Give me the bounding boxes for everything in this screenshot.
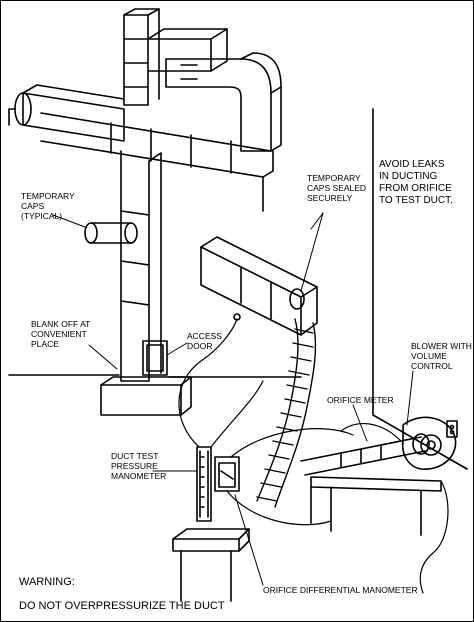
flexible-duct [256,318,317,508]
top-elbow-duct [147,28,282,152]
warning-title: WARNING: [19,576,75,588]
pressure-tubing [178,318,449,594]
label-access-door: ACCESS DOOR [187,331,222,351]
main-trunk-duct [40,112,274,212]
wall-outlet [446,420,458,438]
manometer-stand [172,528,250,602]
floor-lines [8,374,302,416]
wall-corner [372,108,468,470]
label-orifice-differential-manometer: ORIFICE DIFFERENTIAL MANOMETER [263,585,418,595]
orifice-stand [310,476,442,536]
orifice-meter-tube [300,433,430,476]
label-blank-off: BLANK OFF AT CONVENIENT PLACE [31,319,91,349]
label-blower: BLOWER WITH VOLUME CONTROL [411,341,472,371]
label-temporary-caps-typical: TEMPORARY CAPS (TYPICAL) [21,191,75,221]
test-section-duct [200,236,318,336]
label-temporary-caps-sealed: TEMPORARY CAPS SEALED SECURELY [307,173,367,203]
warning-text: DO NOT OVERPRESSURIZE THE DUCT [19,600,225,612]
capped-branch [84,222,138,244]
upper-vertical-duct [123,8,160,106]
left-branch-duct [8,84,125,142]
blower-unit [401,416,457,470]
duct-test-manometer [196,446,212,522]
label-avoid-leaks: AVOID LEAKS IN DUCTING FROM ORIFICE TO T… [379,159,453,206]
label-duct-test-manometer: DUCT TEST PRESSURE MANOMETER [111,451,167,481]
label-orifice-meter: ORIFICE METER [327,395,394,405]
orifice-differential-manometer [214,456,240,492]
lower-vertical-duct [120,150,162,382]
access-door [142,340,168,376]
leader-lines [52,212,414,586]
